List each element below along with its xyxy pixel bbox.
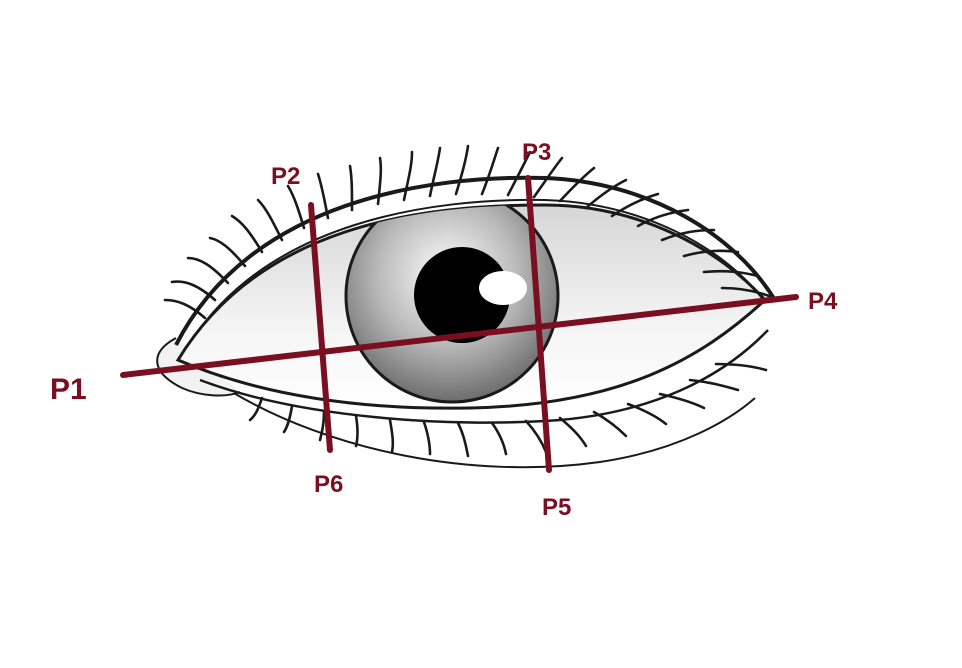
line-p1-p4 xyxy=(120,294,799,378)
highlight xyxy=(479,271,527,305)
label-p4: P4 xyxy=(808,288,838,315)
label-p6: P6 xyxy=(314,471,343,498)
eye-illustration xyxy=(156,144,777,469)
upper-eyelashes xyxy=(163,144,776,320)
line-p2-p6 xyxy=(308,202,333,453)
label-p3: P3 xyxy=(522,139,551,166)
landmark-labels: P1 P2 P3 P4 P5 P6 xyxy=(50,139,838,521)
landmark-lines xyxy=(120,175,799,473)
line-p3-p5 xyxy=(525,175,552,473)
label-p1: P1 xyxy=(50,373,87,406)
upper-lid-inner xyxy=(191,198,763,341)
lower-eyelashes xyxy=(248,362,768,458)
label-p2: P2 xyxy=(271,163,300,190)
pupil xyxy=(414,247,510,343)
lower-crease xyxy=(231,391,756,469)
label-p5: P5 xyxy=(542,494,571,521)
